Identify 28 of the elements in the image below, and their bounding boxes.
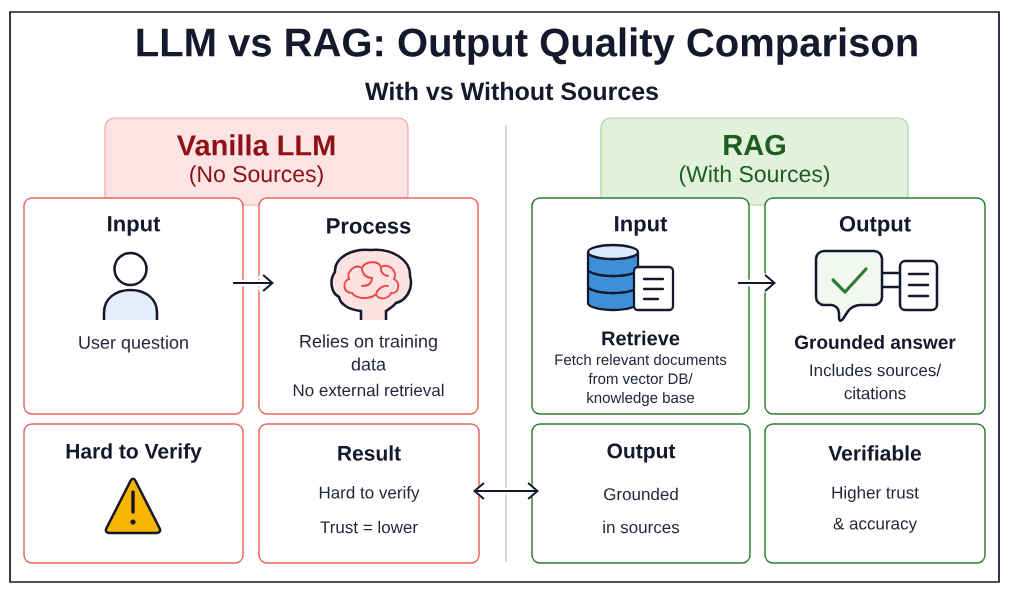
arrow bbox=[232, 272, 274, 294]
column-subtitle: (With Sources) bbox=[679, 165, 830, 187]
card-heading: Input bbox=[615, 216, 668, 236]
column-subtitle: (No Sources) bbox=[190, 165, 323, 187]
card-text: No external retrieval bbox=[293, 383, 444, 397]
column-title: RAG bbox=[724, 134, 785, 156]
card-heading: Output bbox=[607, 443, 676, 463]
card-text: Fetch relevant documents from vector DB/ knowledge base bbox=[555, 354, 727, 406]
card-subheading: Retrieve bbox=[602, 330, 680, 346]
card-subheading: Grounded answer bbox=[795, 335, 956, 349]
card-heading: Process bbox=[327, 218, 411, 234]
subtitle: With vs Without Sources bbox=[365, 81, 658, 101]
card-text: Trust = lower bbox=[320, 520, 418, 534]
card-text: Includes sources/ citations bbox=[810, 363, 942, 400]
card-heading: Input bbox=[108, 216, 161, 236]
card-heading: Verifiable bbox=[828, 445, 921, 461]
card-heading: Result bbox=[338, 445, 401, 461]
card-heading: Hard to Verify bbox=[66, 443, 202, 463]
card-text: Relies on training data bbox=[300, 334, 437, 371]
title: LLM vs RAG: Output Quality Comparison bbox=[137, 27, 917, 65]
card-text: Higher trust & accuracy bbox=[832, 486, 919, 533]
column-title: Vanilla LLM bbox=[176, 134, 335, 156]
card-text: Grounded in sources bbox=[603, 487, 680, 534]
card-heading: Output bbox=[839, 216, 911, 236]
card-text: Hard to verify bbox=[319, 486, 420, 502]
arrow bbox=[737, 272, 776, 294]
card-text: User question bbox=[79, 335, 188, 353]
double-arrow bbox=[473, 480, 539, 502]
